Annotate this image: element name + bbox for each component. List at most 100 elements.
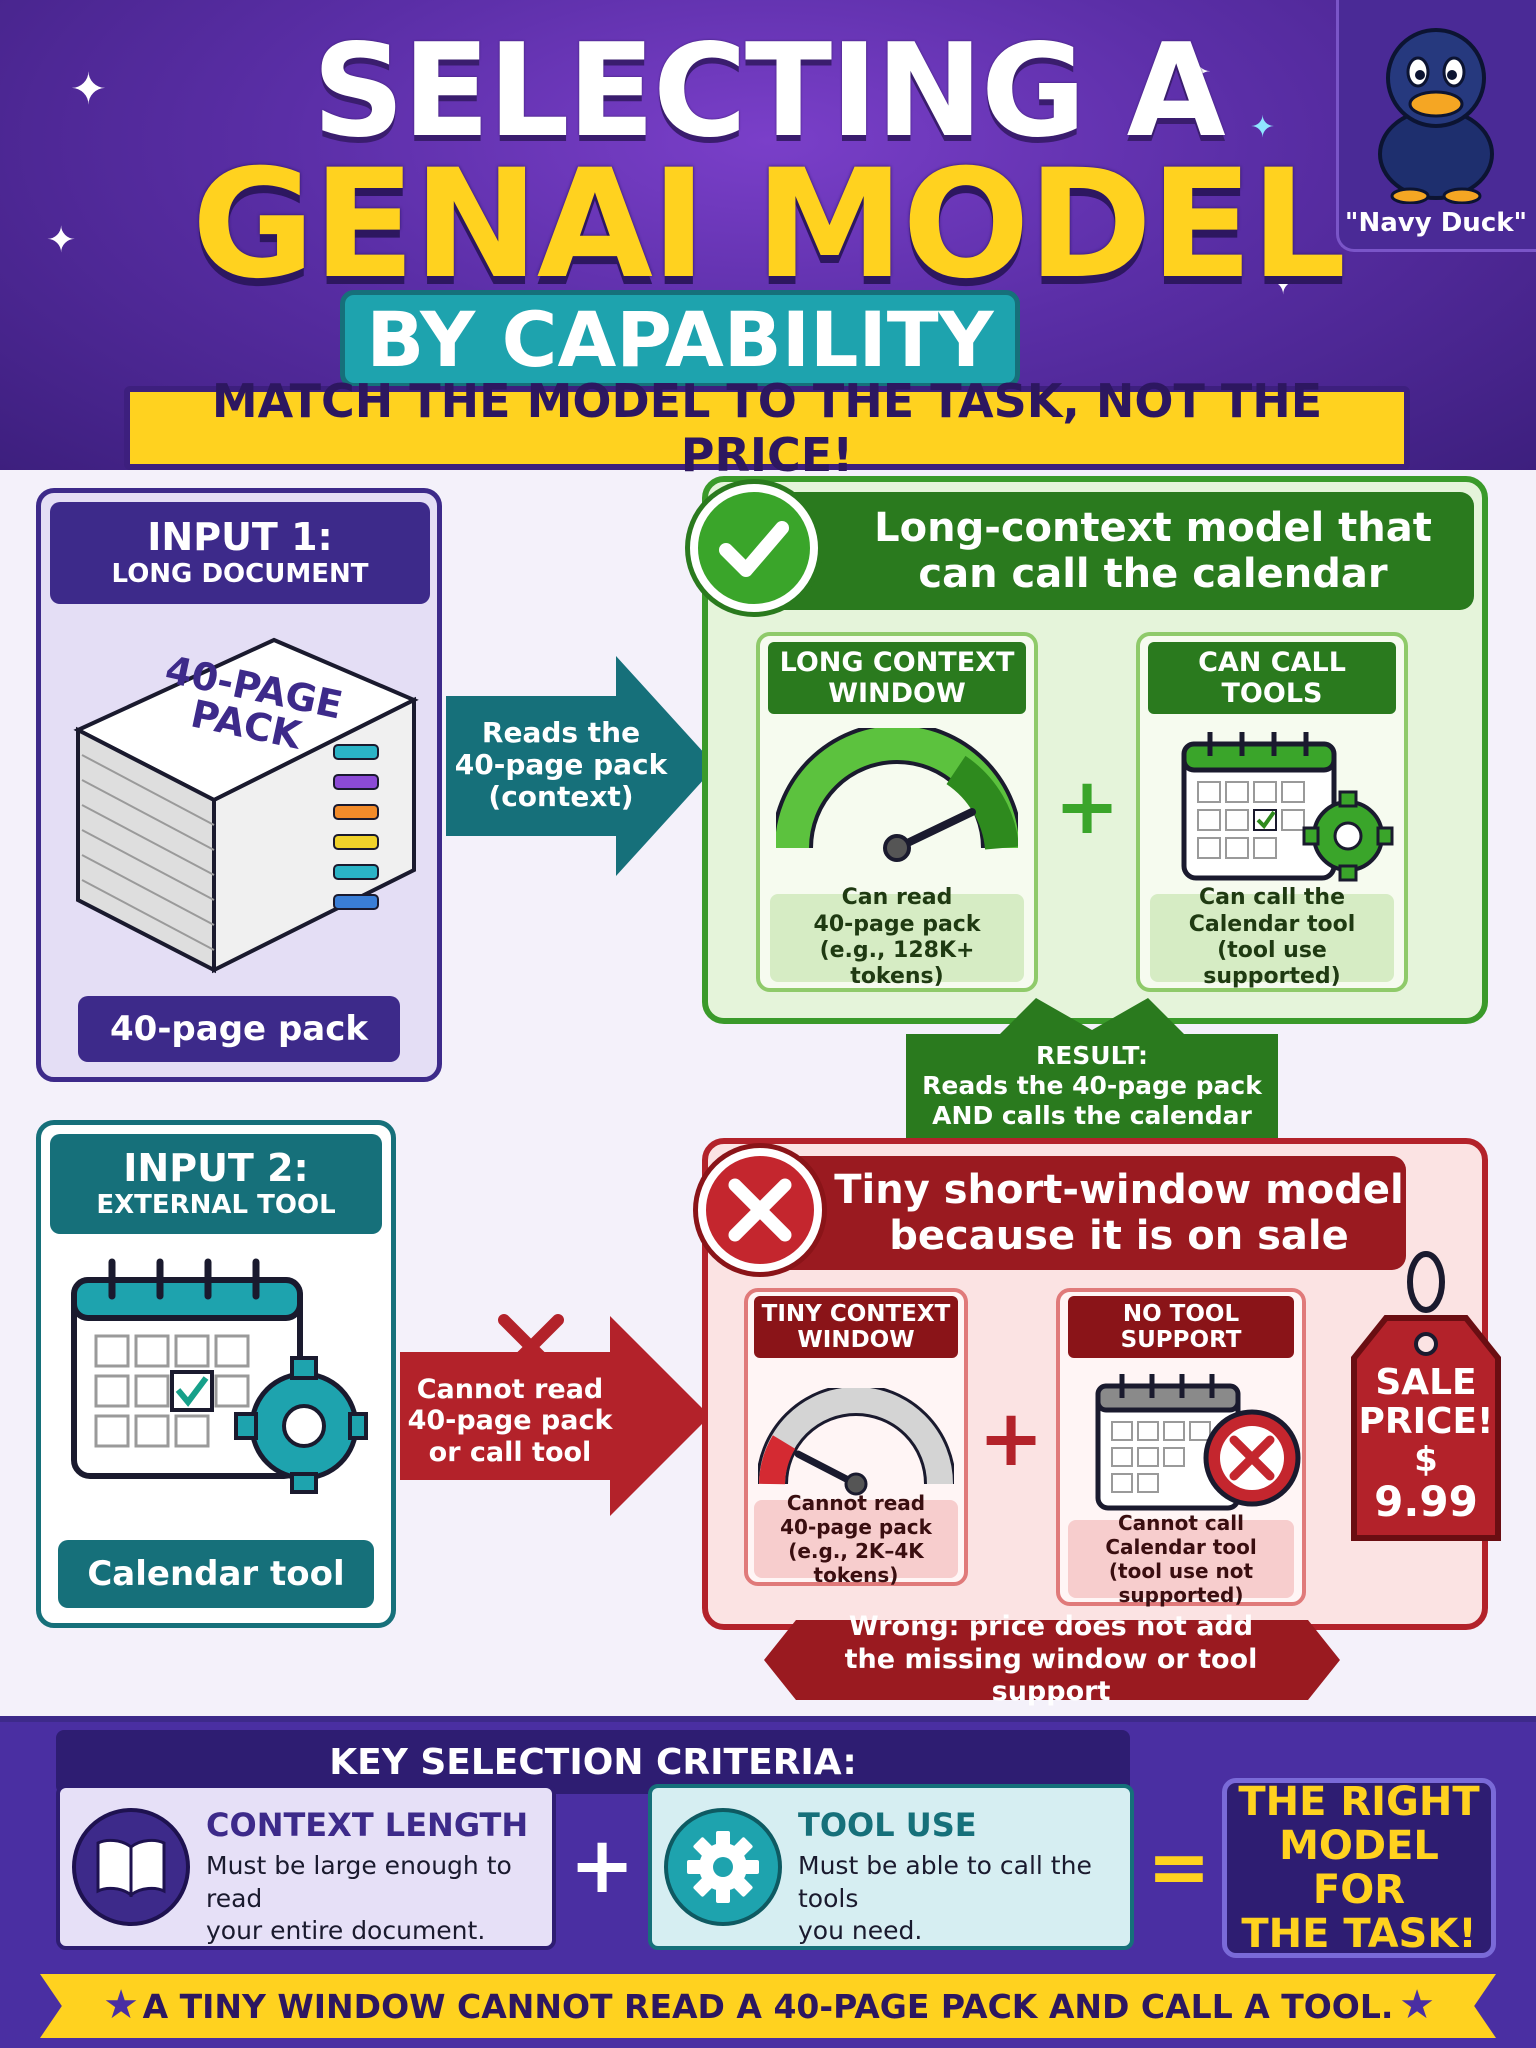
criteria-context-text: CONTEXT LENGTH Must be large enough to r… [206,1806,546,1948]
plus-icon: + [978,1394,1044,1484]
good-card-tools-foot2: Calendar tool [1188,911,1356,937]
duck-icon [1378,28,1494,204]
book-icon [72,1808,190,1926]
wrong-banner: Wrong: price does not add the missing wi… [796,1611,1306,1707]
tagline-banner: MATCH THE MODEL TO THE TASK, NOT THE PRI… [124,374,1410,482]
calendar-gear-icon [1181,732,1394,882]
criteria-context-desc2: your entire document. [206,1916,486,1945]
good-card-tools-foot3: (tool use supported) [1203,938,1341,990]
bad-card-context-foot3: (e.g., 2K–4K tokens) [788,1539,924,1587]
arrow-bad-line3: or call tool [428,1436,592,1468]
result-notch [996,998,1188,1038]
input1-header: INPUT 1: LONG DOCUMENT [50,502,430,604]
input1-pill: 40-page pack [78,996,400,1062]
calendar-blocked-icon [1095,1374,1301,1511]
x-mark-icon [698,1148,822,1272]
good-card-context-foot3: (e.g., 128K+ tokens) [819,938,975,990]
arrow-good-label: Reads the 40-page pack (context) [446,710,676,820]
sale-tag-line4: 9.99 [1374,1477,1478,1527]
input2-header: INPUT 2: EXTERNAL TOOL [50,1134,382,1234]
good-card-tools-title2: TOOLS [1221,678,1323,709]
criteria-result-line3: THE TASK! [1241,1911,1477,1957]
sparkle-icon: ✦ [46,220,77,261]
criteria-result-box: THE RIGHT MODEL FOR THE TASK! [1222,1778,1496,1958]
bad-card-tools-footer: Cannot call Calendar tool (tool use not … [1068,1511,1294,1607]
wrong-line2: the missing window or tool support [844,1643,1258,1708]
input1-subtitle: LONG DOCUMENT [111,558,369,589]
bad-card-context-title1: TINY CONTEXT [761,1300,951,1327]
plus-icon: + [569,1821,635,1911]
arrow-bad [400,1316,710,1516]
sparkle-icon: ✦ [1250,110,1276,145]
good-card-context-footer: Can read 40-page pack (e.g., 128K+ token… [770,885,1024,989]
equals-icon: = [1147,1821,1211,1911]
bad-card-tools-title1: NO TOOL [1122,1300,1240,1327]
checkmark-icon [690,484,818,612]
good-model-line1: Long-context model that [874,505,1432,551]
document-stack-icon [73,637,419,974]
sale-tag-line2: PRICE! [1358,1401,1494,1443]
bad-card-context-foot1: Cannot read [786,1491,926,1515]
result-box: RESULT: Reads the 40-page pack AND calls… [906,1034,1278,1138]
gauge-high-icon [776,728,1018,862]
input2-pill: Calendar tool [58,1540,374,1608]
arrow-bad-line1: Cannot read [416,1374,604,1406]
bad-card-tools-header: NO TOOL SUPPORT [1068,1296,1294,1358]
bad-card-tools-title2: SUPPORT [1120,1327,1242,1353]
good-card-tools-header: CAN CALL TOOLS [1148,642,1396,714]
input2-subtitle: EXTERNAL TOOL [96,1189,336,1220]
sale-tag-line1: SALE [1375,1361,1477,1403]
input2-title: INPUT 2: [123,1146,309,1191]
sparkle-icon: ✦ [1268,262,1299,303]
page-title-line2: GENAI MODEL [191,138,1347,312]
wrong-banner-shape [764,1620,1340,1700]
good-card-context-header: LONG CONTEXT WINDOW [768,642,1026,714]
criteria-result-line2: MODEL FOR [1279,1823,1439,1913]
bad-card-tools-foot3: (tool use not supported) [1108,1559,1254,1607]
arrow-bad-label: Cannot read 40-page pack or call tool [400,1366,620,1476]
cross-icon [498,1314,564,1380]
good-card-context-title2: WINDOW [828,678,966,709]
good-card-tools-foot1: Can call the [1198,885,1346,911]
bad-card-context-title2: WINDOW [797,1327,915,1353]
criteria-tool-desc2: you need. [798,1916,923,1945]
price-tag-icon [1351,1251,1501,1541]
arrow-bad-line2: 40-page pack [407,1405,613,1437]
bad-model-header: Tiny short-window model because it is on… [742,1156,1406,1270]
plus-icon: + [1054,762,1120,852]
good-card-context-foot2: 40-page pack [813,911,981,937]
footer-ribbon: A TINY WINDOW CANNOT READ A 40-PAGE PACK… [40,1974,1496,2038]
good-model-header: Long-context model that can call the cal… [742,492,1474,610]
arrow-good [446,656,716,876]
good-card-context-foot1: Can read [841,885,953,911]
mascot-label: "Navy Duck" [1344,208,1528,238]
wrong-line1: Wrong: price does not add [848,1611,1254,1643]
bad-card-tools-foot2: Calendar tool [1105,1535,1257,1559]
bad-card-context-foot2: 40-page pack [780,1515,932,1539]
star-icon: ★ [1399,1982,1435,2028]
criteria-context-title: CONTEXT LENGTH [206,1806,529,1844]
bad-card-context-header: TINY CONTEXT WINDOW [754,1296,958,1358]
good-card-tools-title1: CAN CALL [1198,646,1346,678]
arrow-good-line1: Reads the [481,715,641,749]
bad-card-context-footer: Cannot read 40-page pack (e.g., 2K–4K to… [754,1491,958,1587]
bad-model-line2: because it is on sale [889,1213,1349,1259]
gear-icon [664,1808,782,1926]
sparkle-icon: ✦ [1180,50,1212,94]
sale-tag-text: SALE PRICE! $ 9.99 [1354,1352,1498,1536]
arrow-good-line3: (context) [488,780,634,814]
result-line3: AND calls the calendar [932,1101,1252,1130]
star-icon: ★ [103,1982,139,2028]
result-line1: RESULT: [1035,1041,1149,1070]
sparkle-icon: ✦ [70,64,107,115]
bad-card-tools-foot1: Cannot call [1118,1511,1244,1535]
good-card-context-title1: LONG CONTEXT [779,646,1015,678]
criteria-tool-text: TOOL USE Must be able to call the tools … [798,1806,1124,1948]
criteria-header: KEY SELECTION CRITERIA: [56,1730,1130,1794]
arrow-good-line2: 40-page pack [454,747,668,781]
result-line2: Reads the 40-page pack [922,1071,1262,1100]
good-card-tools-footer: Can call the Calendar tool (tool use sup… [1150,885,1394,989]
sale-tag-line3: $ [1414,1439,1438,1480]
bad-model-line1: Tiny short-window model [834,1167,1404,1213]
criteria-tool-desc1: Must be able to call the tools [798,1851,1092,1913]
